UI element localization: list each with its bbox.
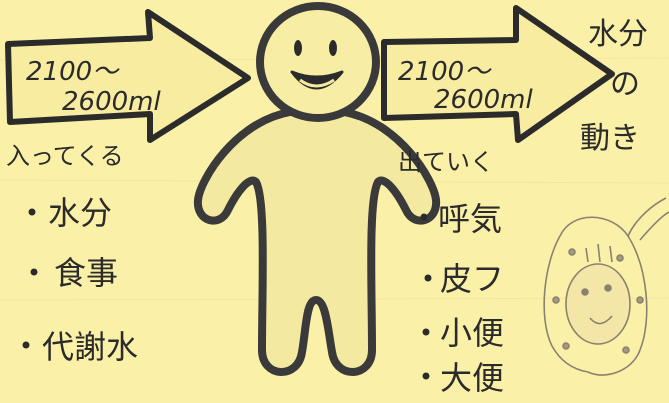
intake-arrow-amount-line2: 2600ml bbox=[62, 87, 161, 117]
title-line1: 水分 bbox=[588, 17, 648, 52]
title-line3: 動き bbox=[580, 121, 640, 156]
output-bullet bbox=[422, 328, 430, 336]
intake-item-water: 水分 bbox=[48, 194, 112, 232]
output-bullet bbox=[420, 213, 428, 221]
human-figure bbox=[193, 2, 441, 376]
output-bullet bbox=[424, 274, 432, 282]
output-bullet bbox=[422, 372, 430, 380]
intake-item-metabolic-water: 代謝水 bbox=[42, 328, 138, 366]
mascot-sketch-icon bbox=[543, 197, 669, 376]
tongue bbox=[299, 78, 335, 88]
output-item-feces: 大便 bbox=[440, 359, 504, 397]
intake-bullet bbox=[22, 341, 30, 349]
output-item-urine: 小便 bbox=[440, 314, 504, 352]
output-item-breath: 呼気 bbox=[438, 200, 502, 238]
intake-bullet bbox=[28, 208, 36, 216]
intake-item-food: 食事 bbox=[54, 254, 118, 292]
output-arrow-amount-line2: 2600ml bbox=[434, 85, 533, 115]
head bbox=[256, 2, 380, 122]
intake-bullet bbox=[30, 268, 38, 276]
intake-arrow bbox=[5, 9, 251, 143]
output-item-skin: 皮フ bbox=[440, 260, 504, 298]
output-heading: 出ていく bbox=[398, 148, 494, 176]
intake-heading: 入ってくる bbox=[6, 142, 124, 170]
body-outline bbox=[193, 108, 441, 376]
right-eye bbox=[329, 40, 337, 56]
output-arrow bbox=[381, 5, 615, 143]
left-eye bbox=[294, 40, 302, 56]
output-arrow-amount-line1: 2100〜 bbox=[398, 57, 492, 87]
intake-arrow-amount-line1: 2100〜 bbox=[26, 57, 120, 87]
title-line2: の bbox=[610, 67, 640, 102]
